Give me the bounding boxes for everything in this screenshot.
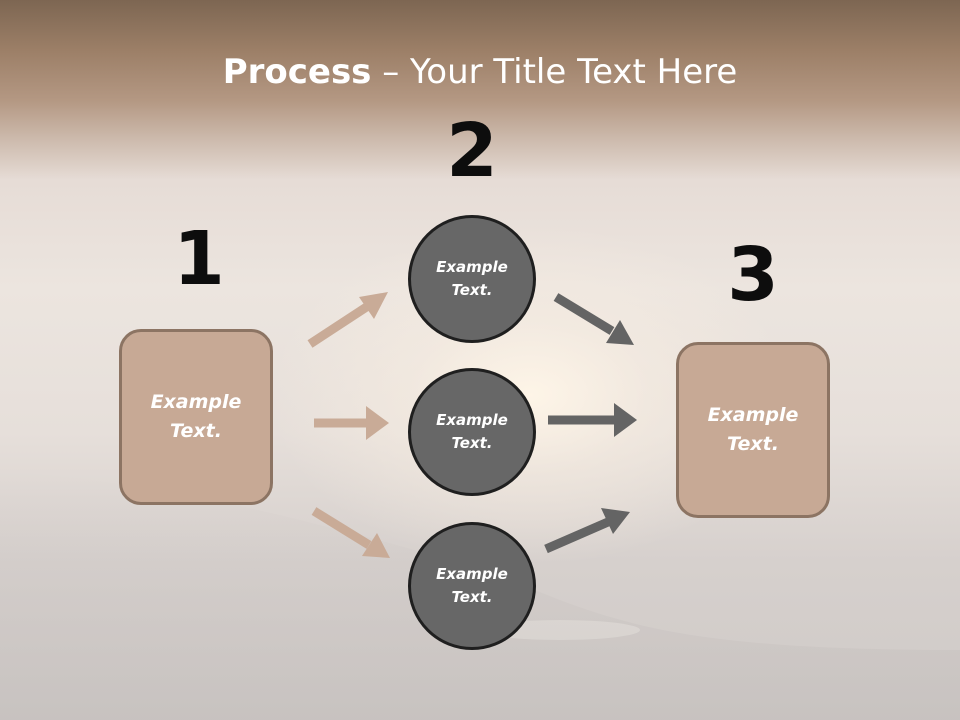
step-2-circle-bottom: Example Text. xyxy=(408,522,536,650)
step-3-box: Example Text. xyxy=(676,342,830,518)
step-1-text: Example Text. xyxy=(150,391,242,442)
step-number-2: 2 xyxy=(446,108,498,194)
arrow-middle-to-3-icon xyxy=(548,403,637,437)
step-number-1: 1 xyxy=(173,216,225,302)
arrow-1-to-middle-icon xyxy=(314,406,389,440)
arrow-1-to-top-icon xyxy=(307,292,388,348)
title-bold: Process xyxy=(222,52,372,92)
step-number-3: 3 xyxy=(727,232,779,318)
step-1-box: Example Text. xyxy=(119,329,273,505)
step-2-text-bottom: Example Text. xyxy=(436,565,508,606)
arrow-1-to-bottom-icon xyxy=(311,507,390,558)
step-2-circle-top: Example Text. xyxy=(408,215,536,343)
title-rest: – Your Title Text Here xyxy=(371,52,738,92)
step-2-text-top: Example Text. xyxy=(436,258,508,299)
step-2-circle-middle: Example Text. xyxy=(408,368,536,496)
arrow-top-to-3-icon xyxy=(553,293,634,345)
step-2-text-middle: Example Text. xyxy=(436,411,508,452)
arrow-bottom-to-3-icon xyxy=(544,508,630,554)
slide-title: Process – Your Title Text Here xyxy=(0,52,960,92)
step-3-text: Example Text. xyxy=(707,404,799,455)
